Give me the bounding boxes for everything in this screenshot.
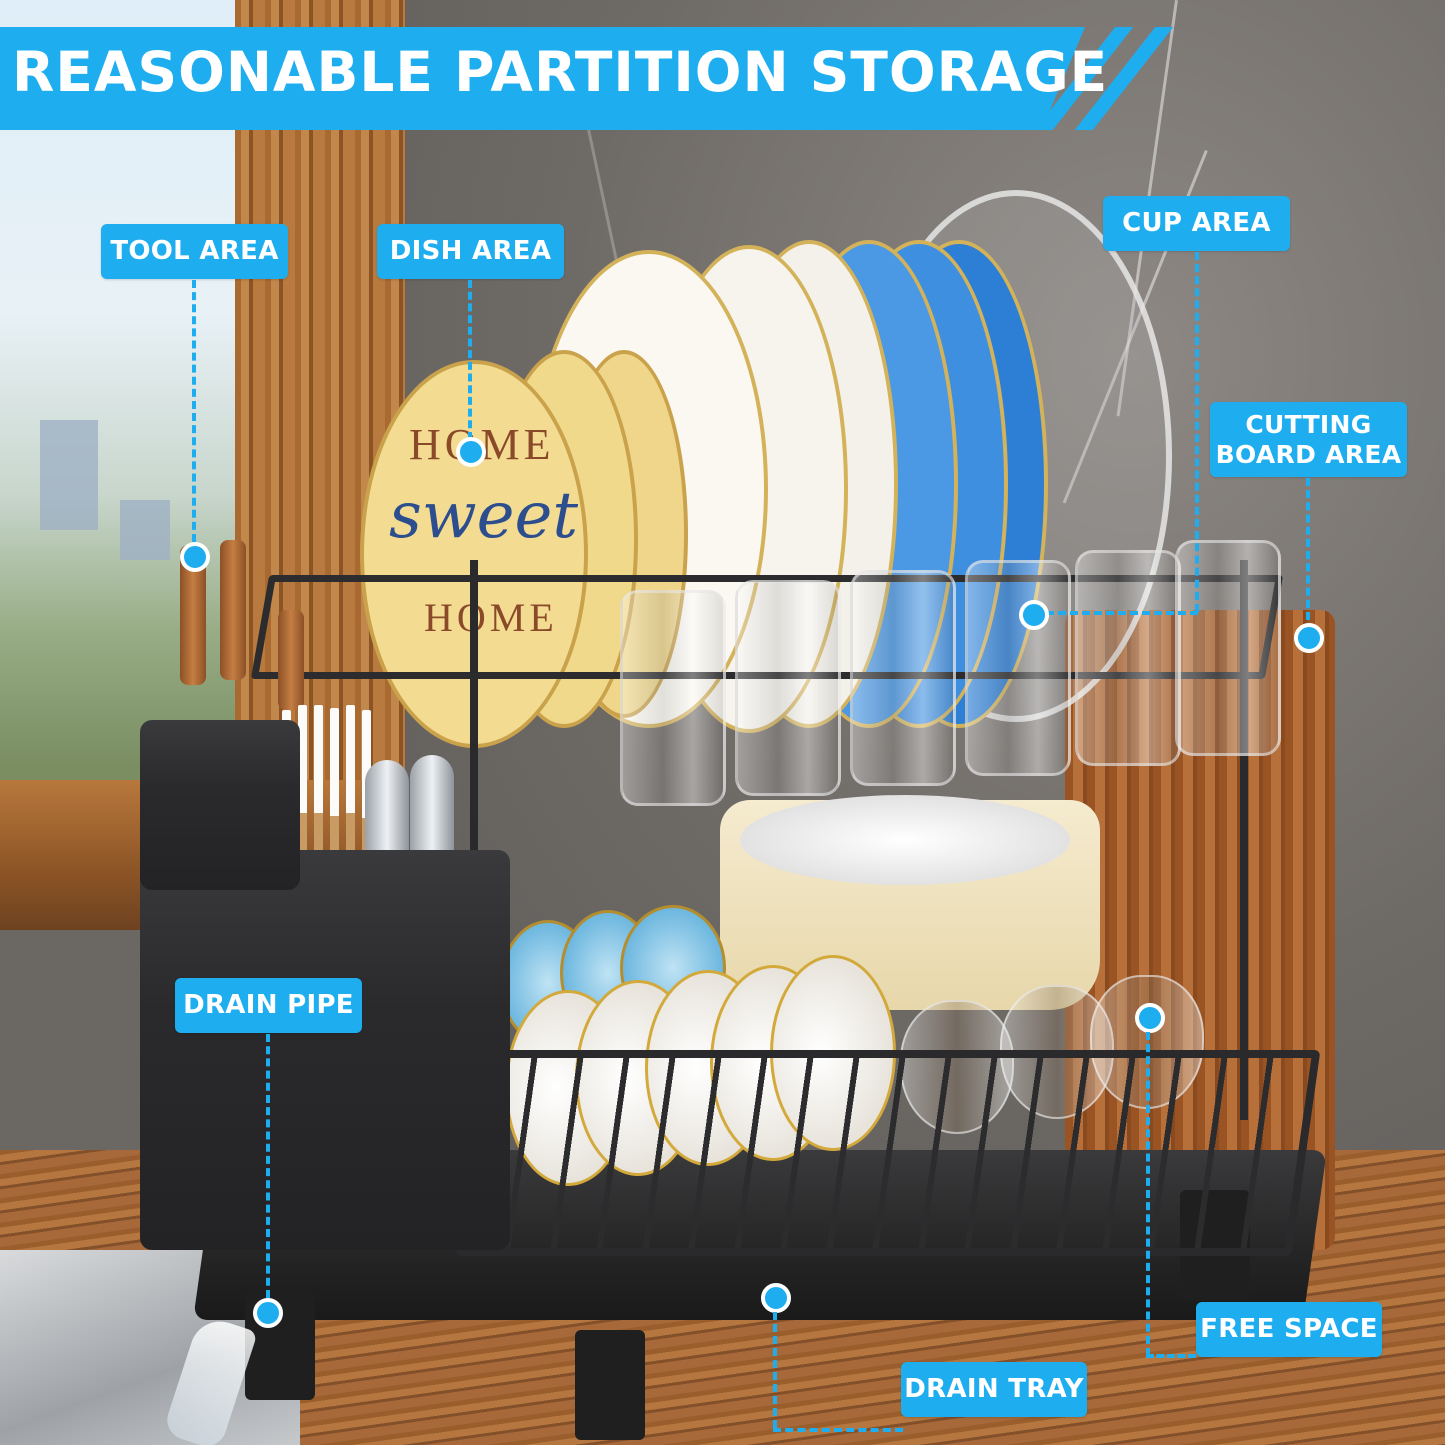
utensil-holder: [140, 850, 510, 1250]
leader-line: [1146, 1354, 1196, 1358]
callout-cutting-board-area: CUTTING BOARD AREA: [1210, 402, 1407, 477]
glass-cup: [965, 560, 1071, 776]
callout-label: DISH AREA: [389, 236, 552, 266]
plate-text-sweet: sweet: [389, 479, 579, 553]
callout-drain-pipe: DRAIN PIPE: [175, 978, 362, 1033]
glass-cup: [850, 570, 956, 786]
callout-label: FREE SPACE: [1200, 1314, 1378, 1344]
leader-line: [192, 280, 196, 542]
marker-dot-cup-area: [1019, 600, 1049, 630]
glass-cup: [620, 590, 726, 806]
glass-cup: [735, 580, 841, 796]
leader-line: [1306, 478, 1310, 620]
marker-dot-drain-tray: [761, 1283, 791, 1313]
chopstick: [298, 705, 307, 945]
title-banner: [0, 27, 1085, 130]
plate-home-sweet-home: HOME sweet HOME: [360, 360, 588, 748]
callout-label: TOOL AREA: [110, 236, 279, 266]
window-city-view: [0, 0, 240, 900]
knife-holder: [140, 720, 300, 890]
rack-post: [470, 560, 478, 1080]
knife-handle: [278, 610, 304, 710]
leader-line: [773, 1312, 777, 1428]
marker-dot-drain-pipe: [253, 1298, 283, 1328]
callout-label: DRAIN PIPE: [183, 990, 354, 1020]
callout-free-space: FREE SPACE: [1196, 1302, 1382, 1357]
marker-dot-cutting-board-area: [1294, 623, 1324, 653]
callout-dish-area: DISH AREA: [377, 224, 564, 279]
callout-label: DRAIN TRAY: [904, 1374, 1084, 1404]
banner-title: REASONABLE PARTITION STORAGE: [12, 40, 1109, 104]
glass-cup: [1175, 540, 1281, 756]
glass-cup: [1075, 550, 1181, 766]
plate-text-home-2: HOME: [424, 595, 558, 640]
lower-rack-basket: [455, 1050, 1321, 1256]
callout-label-line-1: CUTTING: [1245, 409, 1372, 439]
pot-lid: [740, 795, 1070, 885]
leader-line: [1146, 1032, 1150, 1356]
leader-line: [266, 1034, 270, 1298]
marker-dot-dish-area: [456, 437, 486, 467]
leader-line: [1046, 611, 1198, 615]
chopstick: [330, 708, 339, 948]
leader-line: [1195, 252, 1199, 612]
leader-line: [468, 280, 472, 440]
callout-label: CUP AREA: [1122, 208, 1271, 238]
marker-dot-tool-area: [180, 542, 210, 572]
callout-tool-area: TOOL AREA: [101, 224, 288, 279]
callout-drain-tray: DRAIN TRAY: [901, 1362, 1087, 1417]
callout-cup-area: CUP AREA: [1103, 196, 1290, 251]
tray-leg: [575, 1330, 645, 1440]
leader-line: [773, 1428, 903, 1432]
rack-post: [1240, 560, 1248, 1120]
chopstick: [346, 705, 355, 945]
callout-label-line-2: BOARD AREA: [1215, 439, 1402, 469]
chopstick: [314, 705, 323, 945]
marker-dot-free-space: [1135, 1003, 1165, 1033]
knife-handle: [220, 540, 246, 680]
